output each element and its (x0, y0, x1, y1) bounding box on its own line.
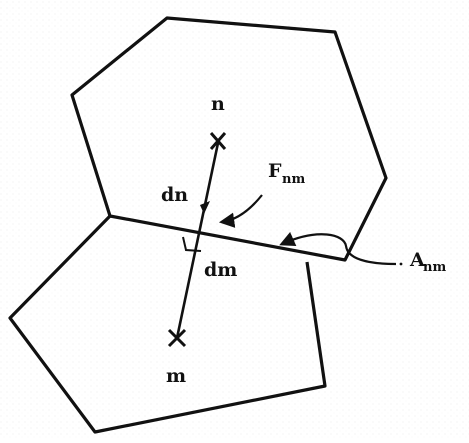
flux-pointer-arrow (218, 194, 263, 228)
label-flux-subscript: nm (282, 172, 305, 187)
area-pointer-arrow (279, 231, 397, 266)
label-flux-main: F (268, 160, 282, 182)
label-dm: dm (204, 259, 237, 281)
connector-line (175, 142, 220, 339)
connector-arrowhead (200, 201, 210, 214)
label-area-subscript: nm (423, 260, 446, 275)
label-dn: dn (161, 184, 188, 206)
cell-m-polygon (8, 214, 327, 434)
label-flux: F nm (268, 160, 305, 187)
callout-dot (399, 262, 403, 266)
label-area: A nm (409, 249, 446, 275)
label-m: m (166, 365, 186, 387)
label-n: n (211, 93, 225, 115)
label-area-main: A (409, 249, 425, 271)
node-m-marker (167, 328, 187, 348)
node-n-marker (209, 132, 227, 150)
